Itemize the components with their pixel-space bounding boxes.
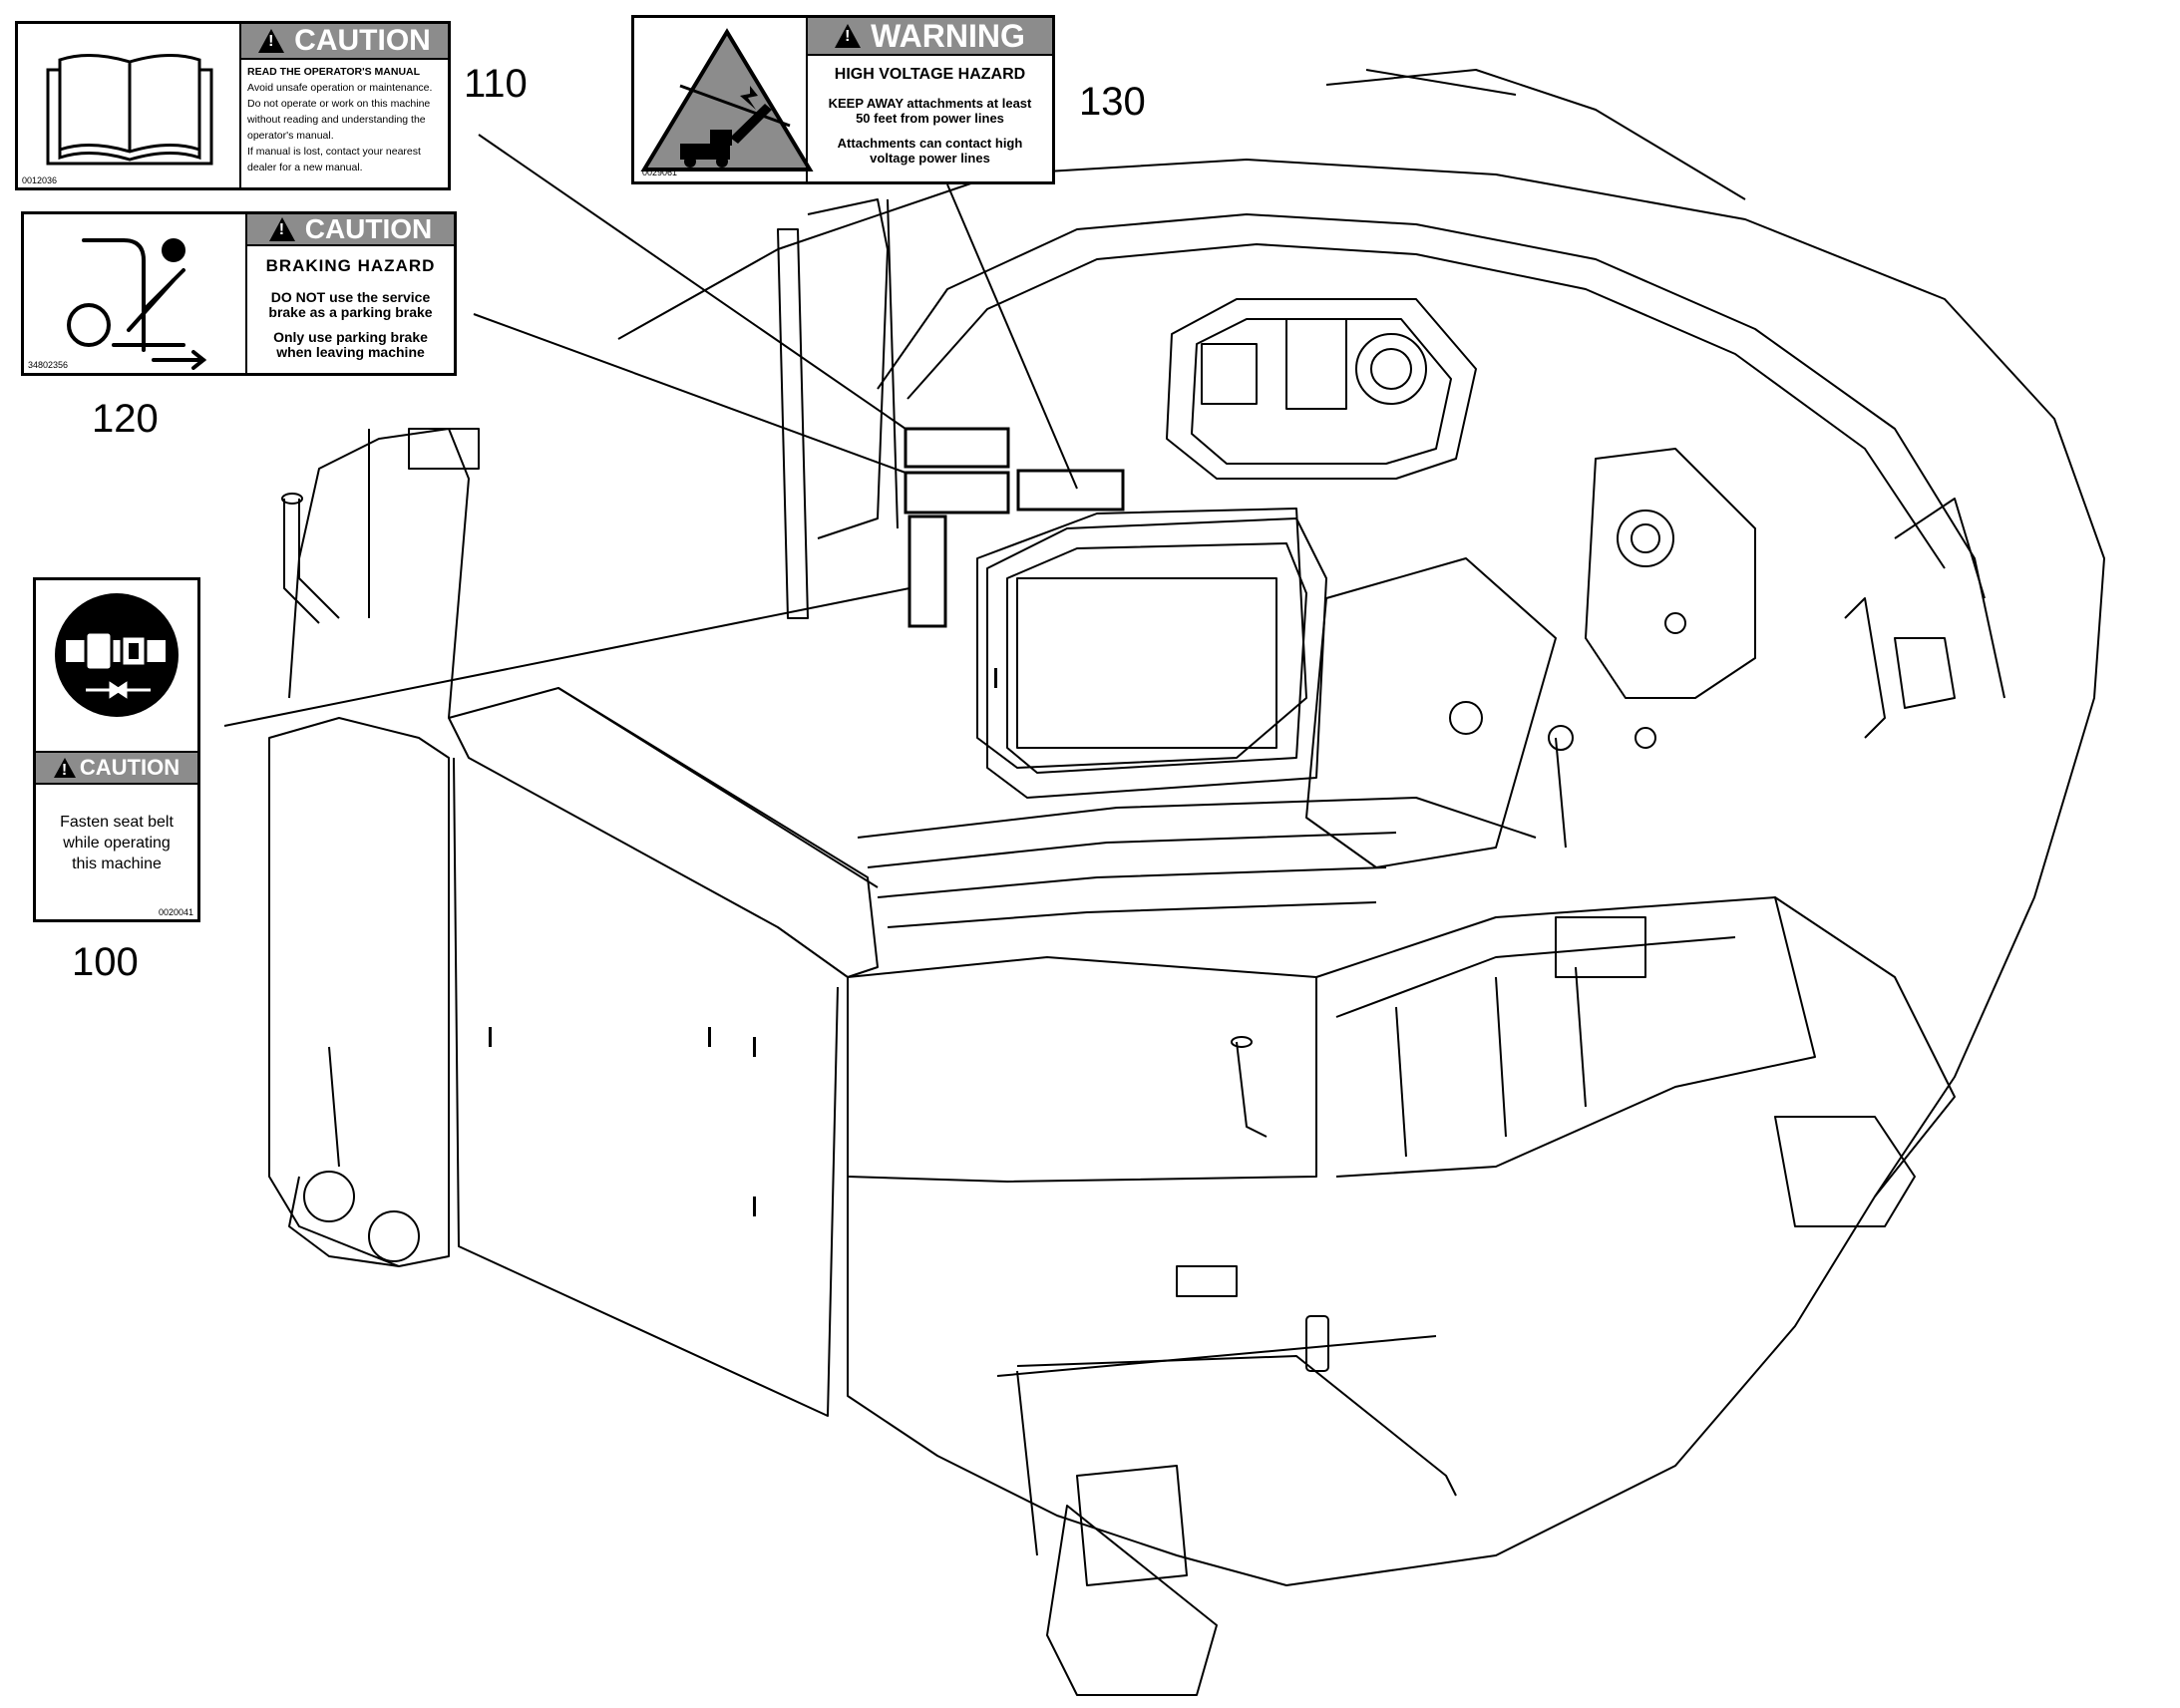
warning-triangle-icon: [53, 758, 76, 779]
voltage-line-3: Attachments can contact high: [837, 136, 1023, 151]
braking-title: BRAKING HAZARD: [265, 256, 436, 275]
manual-line-2: Avoid unsafe operation or maintenance.: [247, 82, 433, 94]
voltage-line-2: 50 feet from power lines: [856, 111, 1004, 126]
decal-message-panel: WARNING HIGH VOLTAGE HAZARD KEEP AWAY at…: [806, 18, 1052, 181]
voltage-line-4: voltage power lines: [870, 151, 990, 166]
decal-header: WARNING: [808, 18, 1052, 56]
decal-body: HIGH VOLTAGE HAZARD KEEP AWAY attachment…: [808, 66, 1052, 166]
manual-line-4: without reading and understanding the: [247, 114, 426, 126]
manual-line-1: READ THE OPERATOR'S MANUAL: [247, 66, 421, 78]
braking-line-1: DO NOT use the service: [270, 289, 431, 305]
manual-line-3: Do not operate or work on this machine: [247, 98, 431, 110]
voltage-instruction-1: KEEP AWAY attachments at least 50 feet f…: [808, 96, 1052, 126]
decal-code: 0029061: [642, 168, 678, 177]
callout-number-130: 130: [1079, 80, 1146, 124]
seatbelt-line-1: Fasten seat belt: [60, 814, 174, 831]
decal-code: 0012036: [22, 175, 58, 185]
braking-line-4: when leaving machine: [276, 344, 425, 360]
decal-header: CAUTION: [241, 24, 448, 60]
decal-message-panel: CAUTION READ THE OPERATOR'S MANUAL Avoid…: [239, 24, 448, 187]
decal-code: 34802356: [28, 360, 69, 370]
decal-message-panel: CAUTION BRAKING HAZARD DO NOT use the se…: [245, 213, 454, 373]
warning-triangle-icon: [835, 24, 862, 48]
braking-line-3: Only use parking brake: [273, 329, 428, 345]
manual-line-6: If manual is lost, contact your nearest: [247, 146, 421, 158]
voltage-instruction-2: Attachments can contact high voltage pow…: [808, 136, 1052, 166]
manual-line-5: operator's manual.: [247, 130, 334, 142]
braking-instruction-1: DO NOT use the service brake as a parkin…: [247, 290, 454, 320]
decal-body: BRAKING HAZARD DO NOT use the service br…: [247, 256, 454, 360]
seatbelt-line-2: while operating: [63, 835, 171, 852]
decal-body: READ THE OPERATOR'S MANUAL Avoid unsafe …: [241, 60, 448, 179]
decal-header: CAUTION: [36, 751, 197, 785]
decal-braking-hazard: 34802356 CAUTION BRAKING HAZARD DO NOT u…: [21, 211, 457, 376]
warning-triangle-icon: [258, 29, 285, 53]
decal-code: 0020041: [158, 907, 193, 917]
callout-number-110: 110: [464, 62, 528, 106]
braking-instruction-2: Only use parking brake when leaving mach…: [247, 330, 454, 360]
decal-header: CAUTION: [247, 213, 454, 246]
decal-seat-belt: CAUTION Fasten seat belt while operating…: [33, 577, 200, 922]
decal-operators-manual: 0012036 CAUTION READ THE OPERATOR'S MANU…: [15, 21, 451, 190]
seatbelt-line-3: this machine: [72, 855, 162, 872]
decal-high-voltage: 0029061 WARNING HIGH VOLTAGE HAZARD KEEP…: [631, 15, 1055, 184]
callout-number-100: 100: [72, 940, 139, 984]
electrocution-hazard-icon: [640, 28, 814, 171]
braking-line-2: brake as a parking brake: [268, 304, 433, 320]
book-icon: [46, 53, 213, 166]
decal-body: Fasten seat belt while operating this ma…: [36, 812, 197, 874]
braking-hazard-icon: [67, 238, 207, 370]
manual-line-7: dealer for a new manual.: [247, 162, 363, 173]
callout-number-120: 120: [92, 397, 159, 441]
voltage-line-1: KEEP AWAY attachments at least: [828, 96, 1032, 111]
seat-belt-icon: [55, 593, 179, 717]
warning-triangle-icon: [268, 217, 295, 241]
voltage-title: HIGH VOLTAGE HAZARD: [834, 66, 1026, 83]
